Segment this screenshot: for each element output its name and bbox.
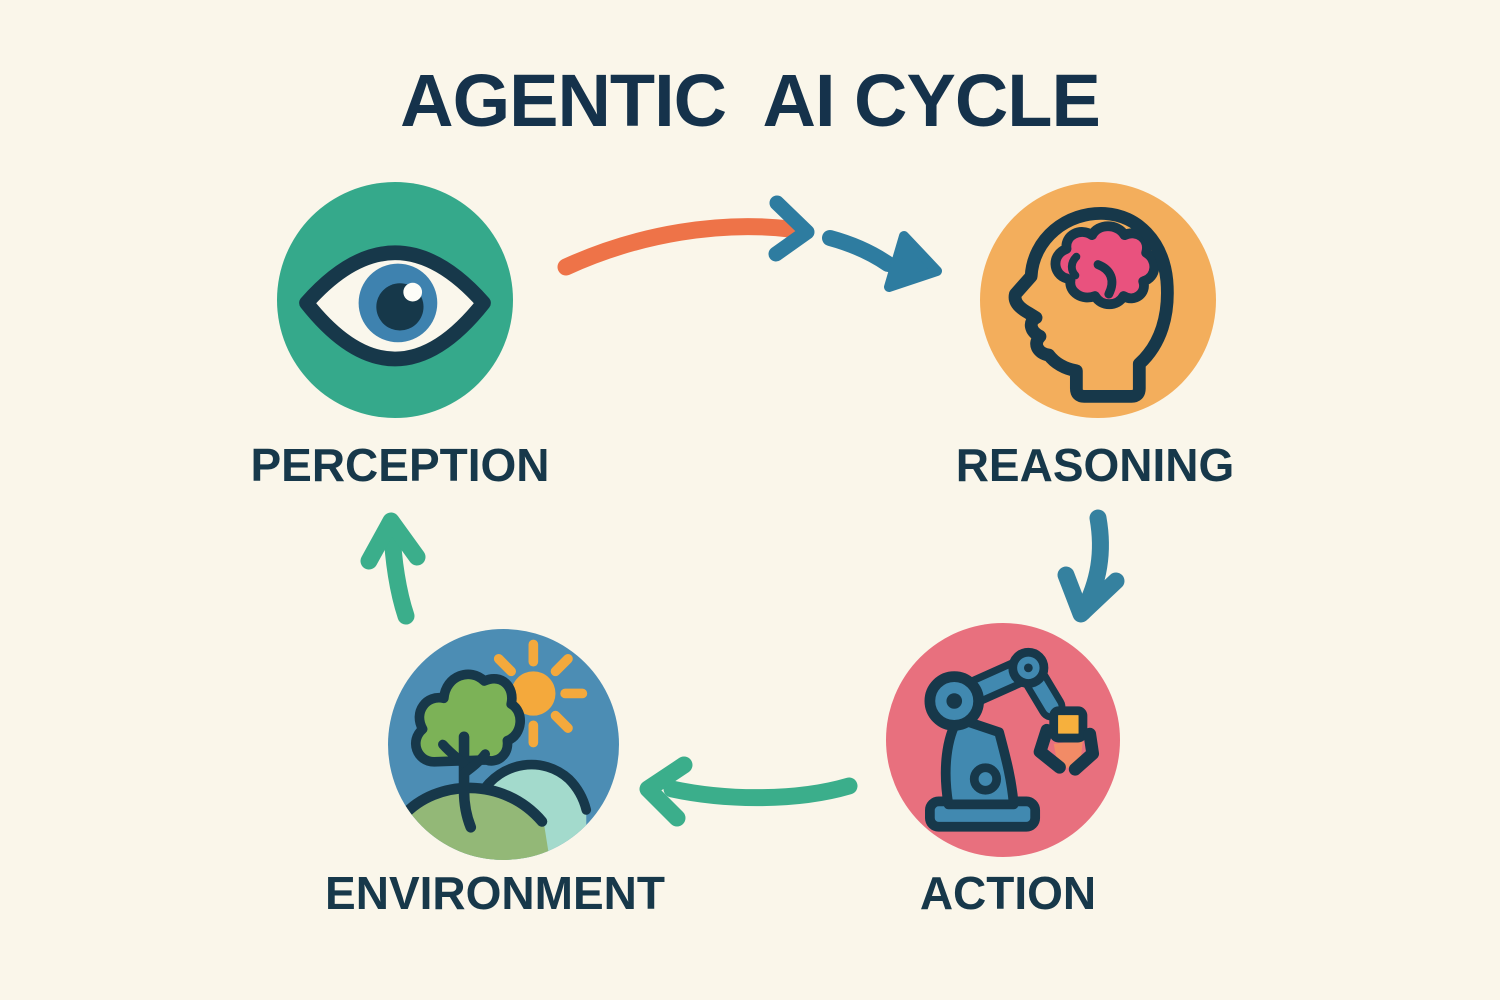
perception-label: PERCEPTION: [250, 439, 550, 491]
tree-branch-right: [459, 749, 491, 779]
brain-sulcus-line-2: [1067, 252, 1081, 280]
orange-curve-segment: [557, 218, 799, 276]
arrow-chevron-icon: [1057, 566, 1125, 623]
arrow-stem: [1074, 509, 1109, 621]
reasoning-node: [980, 182, 1216, 418]
environment-label: ENVIRONMENT: [325, 867, 665, 919]
tree-branch-left: [438, 739, 469, 769]
environment-node: [388, 629, 619, 860]
reasoning-to-action-arrow: [1057, 509, 1125, 623]
arrow-stem: [663, 777, 858, 807]
robot-arm-icon: [924, 647, 1100, 832]
gripper-left-prong: [1033, 723, 1066, 774]
back-hill-outline: [475, 759, 592, 815]
blue-arrow-stem: [822, 230, 896, 272]
nature-landscape-icon: [395, 639, 592, 860]
blue-arrowhead: [884, 231, 942, 292]
perception-node: [277, 182, 513, 418]
blue-chevron-icon: [768, 195, 815, 262]
action-node: [886, 623, 1120, 857]
shoulder-joint-pin: [946, 693, 963, 709]
eye-icon: [299, 245, 491, 367]
head-brain-icon: [1008, 207, 1174, 403]
tree-trunk: [458, 731, 477, 833]
brain-sulcus-line: [1093, 260, 1117, 299]
diagram-title: AGENTIC AI CYCLE: [400, 59, 1101, 142]
perception-to-reasoning-arrow: [557, 195, 942, 292]
arrow-chevron-icon: [360, 512, 426, 570]
arrow-stem: [383, 521, 415, 625]
environment-to-perception-arrow: [360, 512, 426, 625]
reasoning-label: REASONING: [955, 439, 1235, 491]
head-profile-outline: [1008, 207, 1174, 403]
pedestal-bolt: [969, 763, 1002, 795]
front-hill-outline: [398, 782, 548, 827]
action-to-environment-arrow: [639, 756, 858, 827]
action-label: ACTION: [919, 867, 1097, 919]
arrow-chevron-icon: [639, 756, 693, 827]
gripped-cube: [1049, 706, 1088, 743]
elbow-joint-pin: [1023, 663, 1033, 673]
gripper-right-prong: [1068, 727, 1100, 776]
